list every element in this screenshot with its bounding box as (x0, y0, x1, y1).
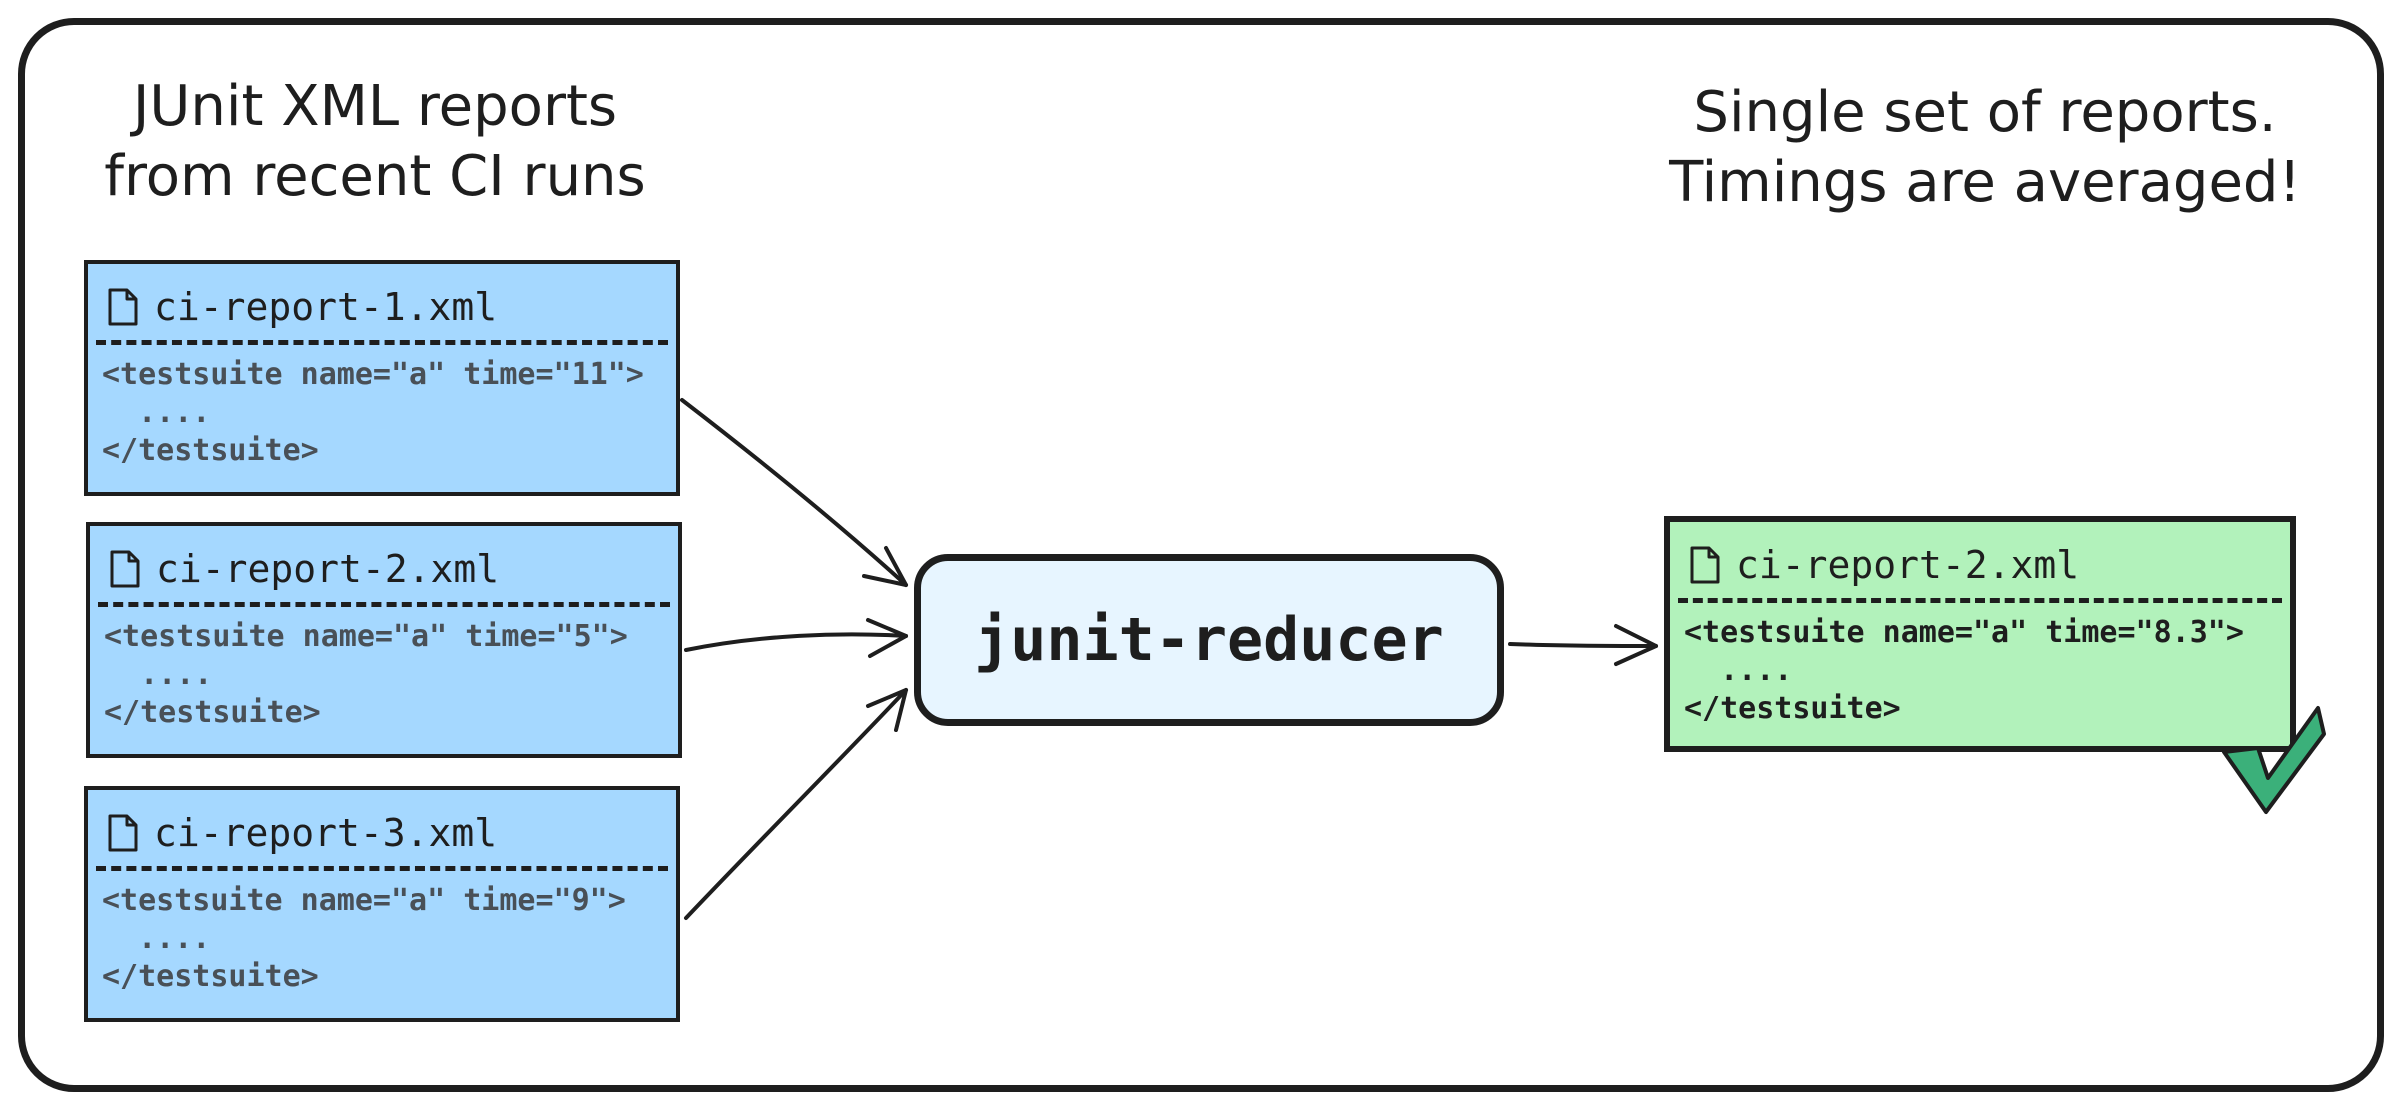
divider (98, 602, 670, 607)
output-caption: Single set of reports. Timings are avera… (1669, 80, 2301, 215)
xml-snippet: <testsuite name="a" time="11"> ....</tes… (102, 357, 644, 468)
output-report-filename: ci-report-2.xml (1736, 543, 2080, 587)
input-report-3: ci-report-3.xml <testsuite name="a" time… (84, 786, 680, 1022)
divider (1678, 598, 2282, 603)
divider (96, 340, 668, 345)
arrow-report-1-to-reducer (680, 398, 908, 587)
input-report-1: ci-report-1.xml <testsuite name="a" time… (84, 260, 680, 496)
xml-snippet: <testsuite name="a" time="8.3"> ....</te… (1684, 615, 2244, 726)
reducer-label: junit-reducer (974, 605, 1444, 675)
xml-snippet: <testsuite name="a" time="5"> ....</test… (104, 619, 628, 730)
input-report-2: ci-report-2.xml <testsuite name="a" time… (86, 522, 682, 758)
input-report-filename: ci-report-1.xml (154, 285, 498, 329)
arrow-report-3-to-reducer (684, 688, 908, 920)
input-caption: JUnit XML reports from recent CI runs (104, 74, 646, 209)
junit-reducer-box: junit-reducer (914, 554, 1504, 726)
file-icon (1690, 546, 1720, 584)
arrow-report-2-to-reducer (684, 618, 908, 658)
checkmark-icon (2222, 706, 2326, 814)
file-icon (108, 288, 138, 326)
output-report: ci-report-2.xml <testsuite name="a" time… (1664, 516, 2296, 752)
input-report-filename: ci-report-3.xml (154, 811, 498, 855)
file-icon (110, 550, 140, 588)
divider (96, 866, 668, 871)
input-report-filename: ci-report-2.xml (156, 547, 500, 591)
file-icon (108, 814, 138, 852)
xml-snippet: <testsuite name="a" time="9"> ....</test… (102, 883, 626, 994)
arrow-reducer-to-output (1508, 624, 1658, 666)
